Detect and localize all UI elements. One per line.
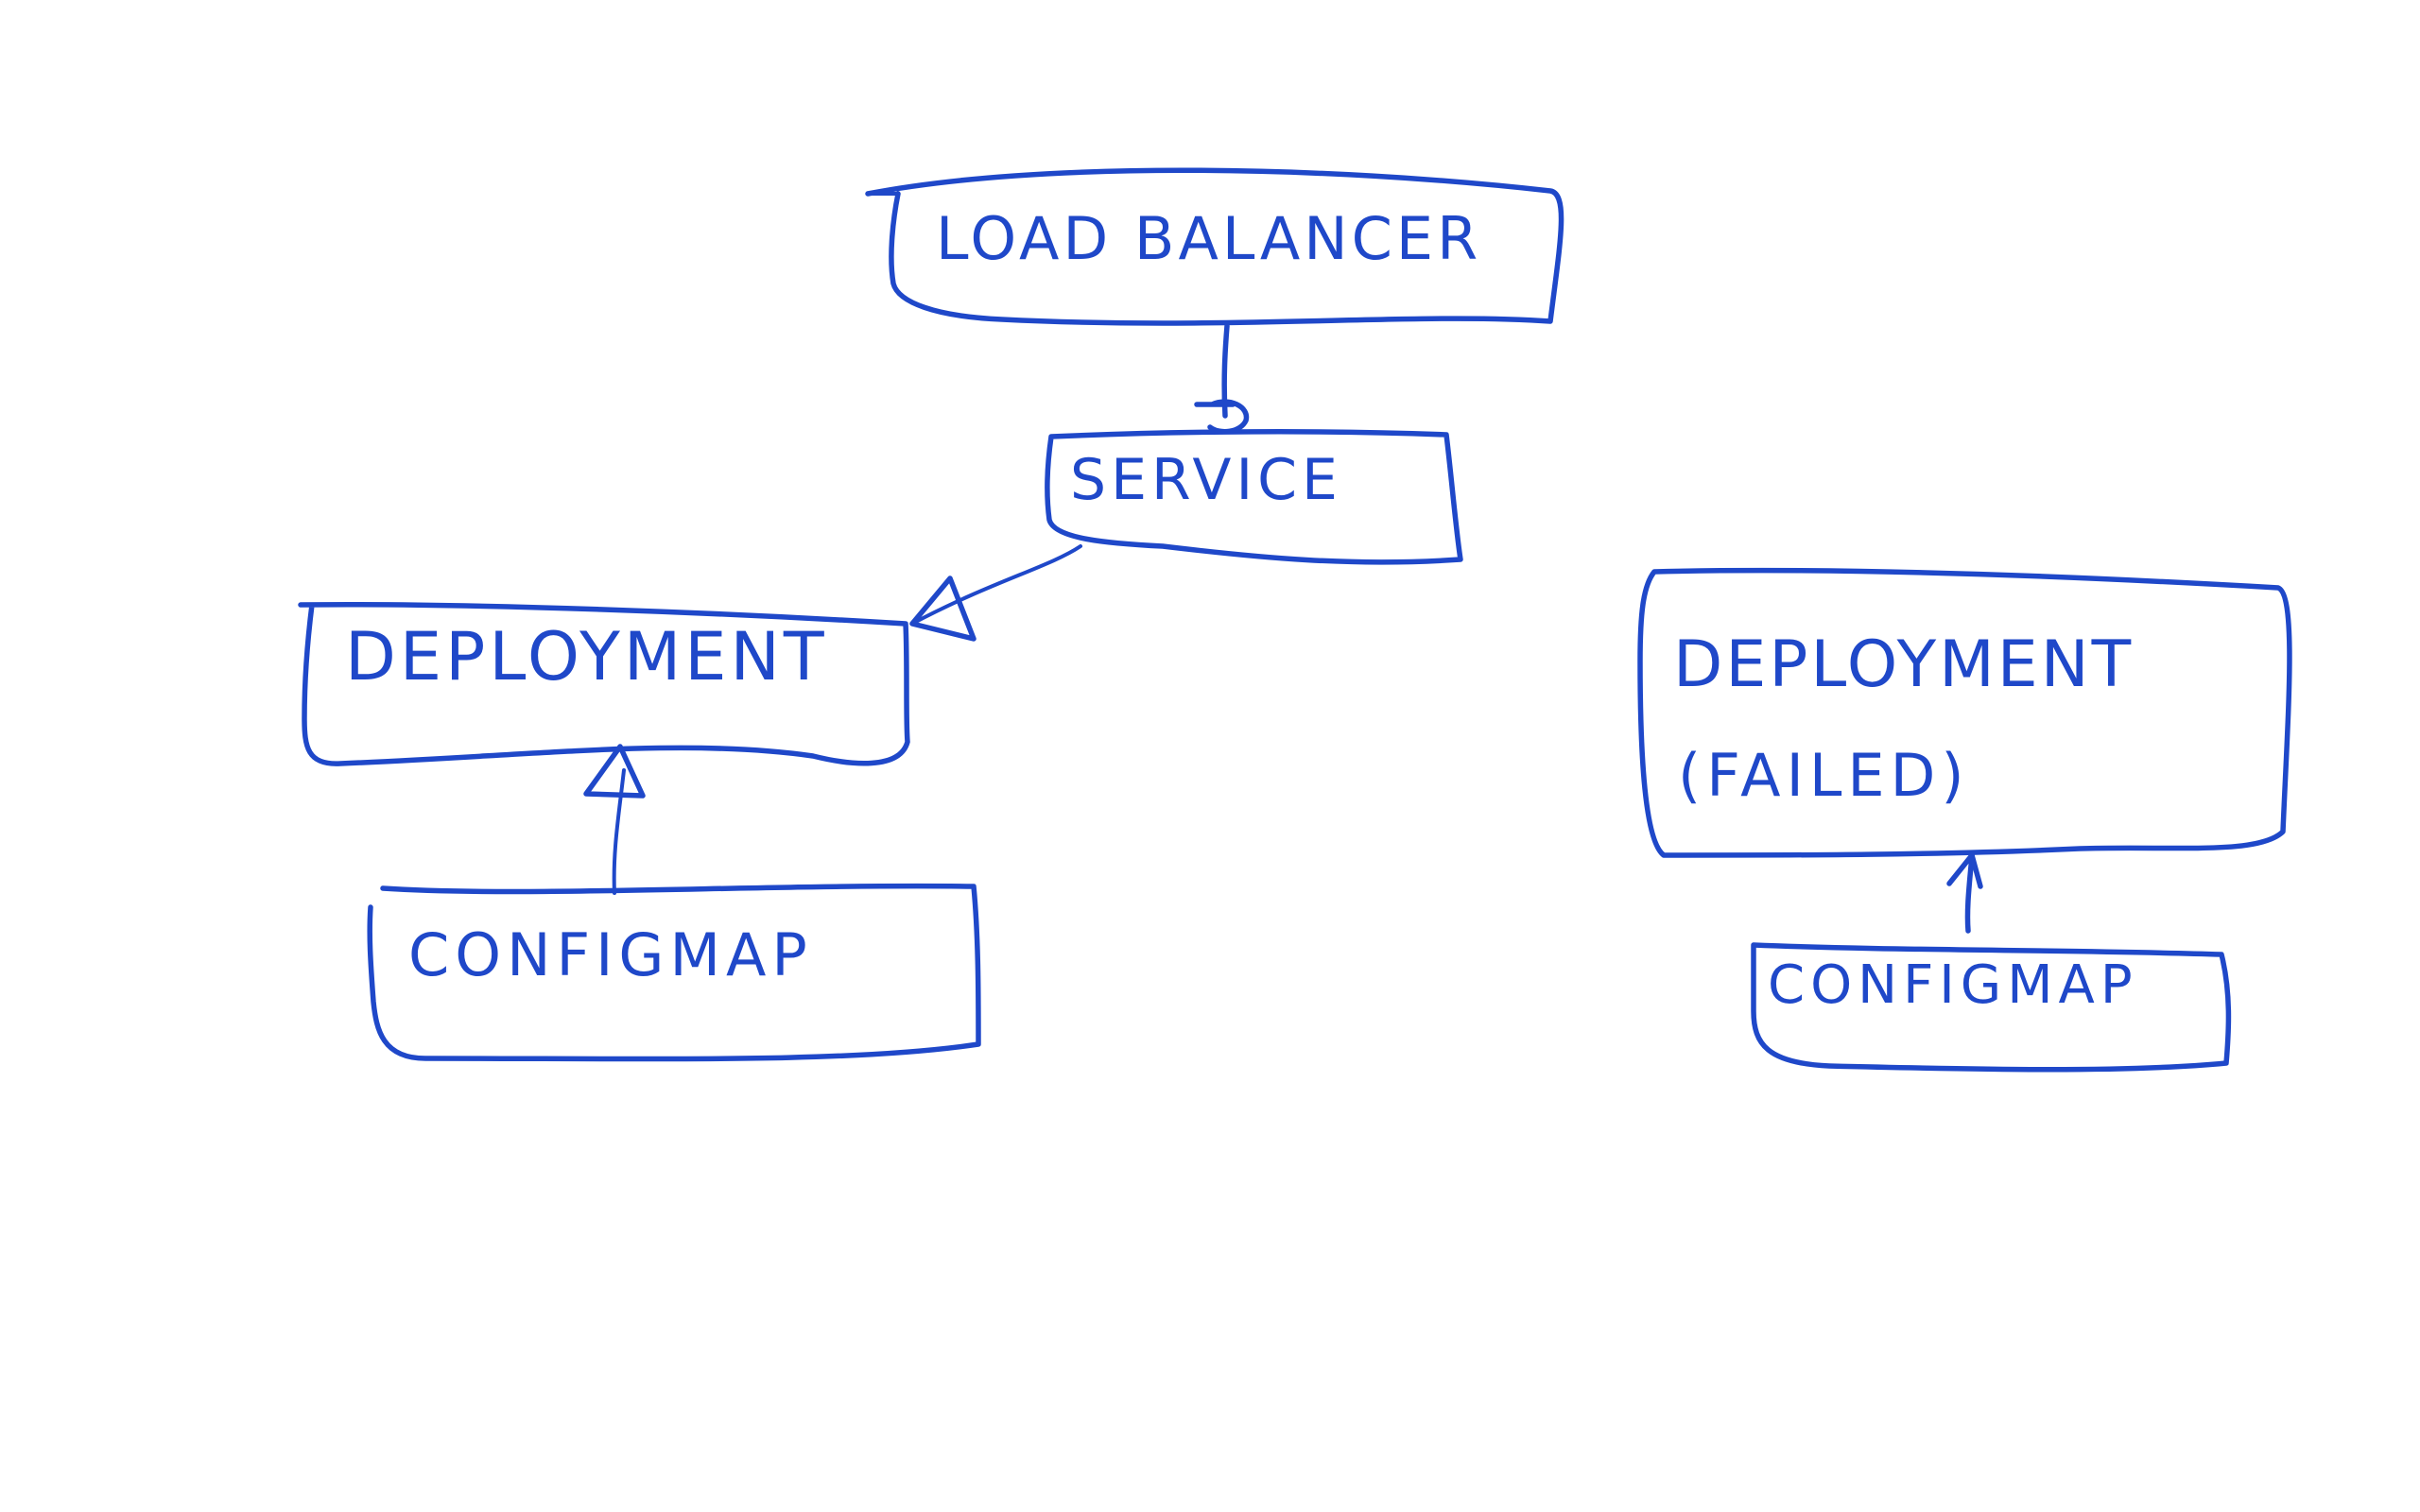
deployment-label: DEPLOYMENT xyxy=(345,618,828,696)
configmap-label: CONFIGMAP xyxy=(408,920,813,989)
edge-head-circle-bar xyxy=(1194,399,1250,435)
edge-head-arrow xyxy=(1946,852,1983,889)
deployment-failed-label: DEPLOYMENT xyxy=(1673,627,2135,702)
deployment-failed-status: (FAILED) xyxy=(1678,741,1970,810)
load-balancer-box xyxy=(865,167,1564,326)
edge-configmap-failed-deployment xyxy=(1964,852,1975,934)
load-balancer-label: LOAD BALANCER xyxy=(936,204,1482,273)
configmap-failed-side-label: CONFIGMAP xyxy=(1768,954,2138,1016)
deployment-failed-box xyxy=(1637,567,2292,858)
deployment-box xyxy=(298,601,910,766)
edge-head-triangle-1 xyxy=(909,576,977,642)
configmap-failed-box xyxy=(1751,942,2232,1073)
edge-configmap-deployment xyxy=(612,768,626,895)
service-label: SERVICE xyxy=(1070,447,1342,513)
edge-head-triangle-2 xyxy=(583,744,646,799)
configmap-box xyxy=(367,883,981,1062)
edge-service-deployment xyxy=(910,544,1082,626)
service-box xyxy=(1045,429,1463,565)
